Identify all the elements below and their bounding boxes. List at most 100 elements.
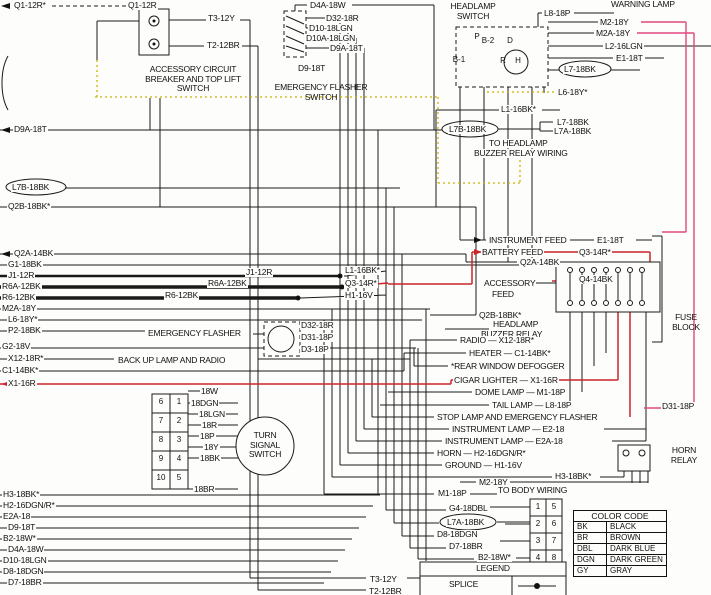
feed-accessory2: FEED: [491, 289, 515, 299]
wire-label-m2a-18y: M2A-18Y: [595, 28, 632, 38]
feed-h3-18bk: H3-18BK*: [554, 471, 593, 481]
feed-q2a-14bk: Q2A-14BK: [519, 257, 561, 267]
color-code-name: BROWN: [606, 532, 667, 544]
wire-label-m2a-18y-left: M2A-18Y: [1, 303, 38, 313]
headlamp-terminal-r: R: [500, 56, 506, 65]
wire-label-t3-12y-bottom: T3-12Y: [369, 574, 398, 584]
wire-label-l7b-18bk-mid: L7B-18BK: [448, 124, 488, 134]
wire-label-h1-16v-mid: H1-16V: [344, 290, 374, 300]
ts-wire-18lgn: 18LGN: [198, 409, 226, 419]
wire-label-g4-18dbl: G4-18DBL: [448, 503, 489, 513]
wire-label-d4a-18w: D4A-18W: [309, 0, 347, 10]
wire-label-t3-12y: T3-12Y: [207, 13, 236, 23]
wire-label-t2-12br-bottom: T2-12BR: [368, 586, 403, 595]
color-code-abbr: DBL: [573, 543, 607, 555]
ts-wire-18w: 18W: [200, 386, 219, 396]
wire-label-t2-12br: T2-12BR: [206, 40, 241, 50]
wire-label-q1-12r-star: Q1-12R*: [13, 0, 47, 10]
wire-label-l8-18p: L8-18P: [543, 8, 572, 18]
wire-label-q3-14r-mid: Q3-14R*: [344, 278, 378, 288]
body-pin: 8: [551, 553, 557, 562]
body-pin: 5: [551, 502, 557, 511]
wire-label-q2b-18bk-left: Q2B-18BK*: [7, 201, 52, 211]
wire-label-d32-18r-mid: D32-18R: [300, 320, 335, 330]
wire-label-l1-16bk-mid: L1-16BK*: [344, 265, 381, 275]
ts-pin: 3: [176, 435, 182, 444]
to-headlamp-buzzer-label-2: BUZZER RELAY WIRING: [473, 148, 569, 158]
headlamp-terminal-b1: B-1: [452, 55, 466, 64]
ts-pin: 2: [176, 416, 182, 425]
wire-label-d8-18dgn-bl: D8-18DGN: [2, 566, 45, 576]
wire-label-b2-18w-body: B2-18W*: [477, 552, 512, 562]
wire-label-h2-16dgnr-bl: H2-16DGN/R*: [2, 500, 56, 510]
ts-pin: 5: [176, 473, 182, 482]
ts-wire-18dgn: 18DGN: [190, 398, 220, 408]
body-pin: 4: [535, 553, 541, 562]
color-code-name: BLACK: [606, 521, 667, 533]
color-code-abbr: BR: [573, 532, 607, 544]
accessory-breaker-title: ACCESSORY CIRCUIT BREAKER AND TOP LIFT S…: [145, 64, 241, 93]
headlamp-terminal-p: P: [474, 32, 480, 41]
wire-label-l2-16lgn: L2-16LGN: [604, 41, 644, 51]
feed-buzzer-relay: BUZZER RELAY: [480, 329, 544, 339]
wire-label-l1-16bk: L1-16BK*: [500, 104, 537, 114]
wire-label-e2a-18-bl: E2A-18: [2, 511, 32, 521]
color-code-title: COLOR CODE: [573, 510, 667, 522]
wire-label-e1-18t: E1-18T: [615, 53, 644, 63]
legend-title: LEGEND: [476, 563, 510, 573]
ts-wire-18br: 18BR: [193, 484, 216, 494]
body-pin: 1: [535, 502, 541, 511]
feed-q2b-18bk: Q2B-18BK*: [478, 310, 523, 320]
ts-pin: 9: [158, 454, 164, 463]
wire-label-p2-18bk: P2-18BK: [7, 325, 42, 335]
ts-pin: 10: [156, 473, 166, 482]
feed-cigar-lighter: CIGAR LIGHTER — X1-16R: [453, 375, 559, 385]
wire-label-d32-18r: D32-18R: [325, 13, 360, 23]
feed-radio: RADIO — X12-18R*: [459, 335, 535, 345]
wire-label-l7a-18bk-pair: L7A-18BK: [553, 126, 593, 136]
body-pin: 3: [535, 536, 541, 545]
feed-rear-defogger: *REAR WINDOW DEFOGGER: [450, 361, 566, 371]
feed-instrument: INSTRUMENT FEED: [488, 235, 568, 245]
wire-label-d3-18p: D3-18P: [300, 344, 330, 354]
feed-e1-18t: E1-18T: [596, 235, 625, 245]
color-code-name: DARK BLUE: [606, 543, 667, 555]
wire-label-m1-18p-body: M1-18P: [437, 488, 468, 498]
ts-pin: 8: [158, 435, 164, 444]
color-code-abbr: BK: [573, 521, 607, 533]
wire-label-l6-18y: L6-18Y*: [557, 87, 589, 97]
wire-label-l7b-18bk-left: L7B-18BK: [11, 182, 51, 192]
headlamp-switch-title: HEADLAMP SWITCH: [450, 1, 496, 21]
wire-label-q1-12r: Q1-12R: [127, 0, 158, 10]
body-pin: 2: [535, 519, 541, 528]
ts-pin: 1: [176, 397, 182, 406]
ts-pin: 4: [176, 454, 182, 463]
wire-label-l6-18y-left: L6-18Y*: [7, 314, 39, 324]
wire-label-d9-18t-bl: D9-18T: [7, 522, 37, 532]
wire-label-g2-18v: G2-18V: [1, 341, 32, 351]
to-body-wiring-label: TO BODY WIRING: [497, 485, 569, 495]
color-code-name: DARK GREEN: [606, 554, 667, 566]
feed-q3-14r: Q3-14R*: [578, 247, 612, 257]
wire-label-d31-18p-mid: D31-18P: [300, 332, 335, 342]
emergency-flasher-switch-title: EMERGENCY FLASHER SWITCH: [274, 82, 368, 102]
feed-m2-18y: M2-18Y: [478, 477, 509, 487]
feed-accessory: ACCESSORY: [483, 278, 537, 288]
ts-pin: 7: [158, 416, 164, 425]
wire-label-d10-18lgn: D10-18LGN: [308, 23, 354, 33]
wire-label-r6-12bk-mid: R6-12BK: [164, 290, 200, 300]
to-headlamp-buzzer-label-1: TO HEADLAMP: [488, 138, 549, 148]
wire-label-l7-18bk-pair: L7-18BK: [556, 117, 590, 127]
wire-label-r6a-12bk-left: R6A-12BK: [1, 281, 42, 291]
ts-wire-18bk: 18BK: [199, 453, 221, 463]
ts-wire-18p: 18P: [199, 431, 216, 441]
horn-relay-title: HORN RELAY: [670, 445, 698, 465]
headlamp-terminal-h: H: [515, 56, 521, 65]
feed-ground: GROUND — H1-16V: [444, 460, 523, 470]
wire-label-q2a-14bk-left: Q2A-14BK: [13, 248, 55, 258]
wire-label-l7a-18bk-body: L7A-18BK: [446, 517, 486, 527]
body-pin: 7: [551, 536, 557, 545]
wire-label-d9a-18t-left: D9A-18T: [13, 124, 48, 134]
